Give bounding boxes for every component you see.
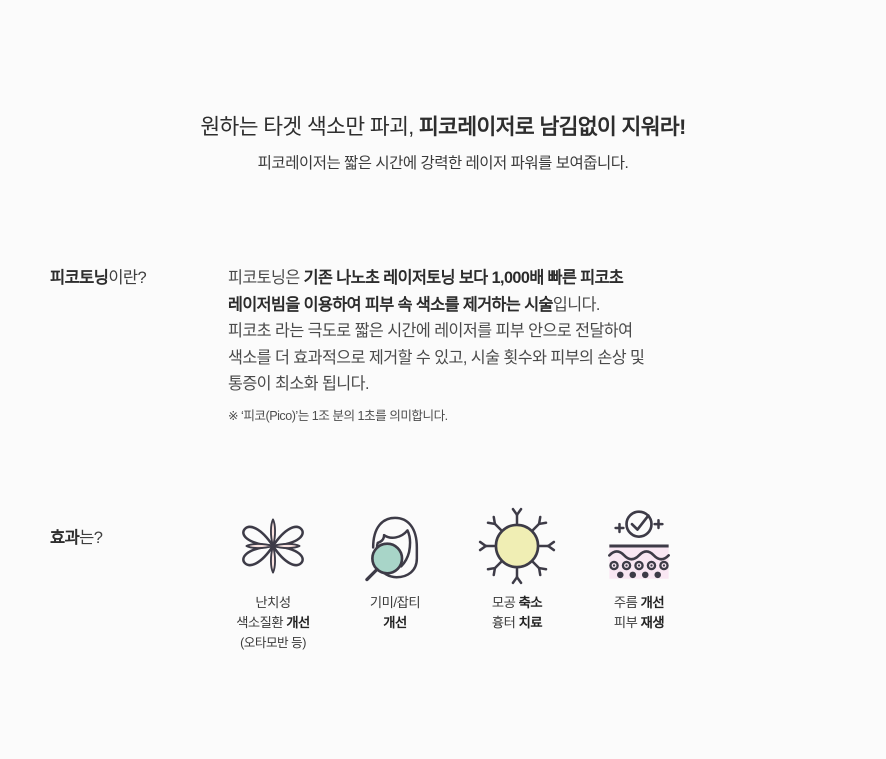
- definition-text-segment: 레이저빔을 이용하여 피부 속 색소를 제거하는 시술: [228, 295, 553, 314]
- headline-regular-part: 원하는 타겟 색소만 파괴,: [200, 115, 414, 139]
- effect-caption-segment: 난치성: [255, 595, 291, 610]
- flower-petals-icon: [234, 505, 312, 587]
- definition-text-segment: 색소를 더 효과적으로 제거할 수 있고, 시술 횟수와 피부의 손상 및: [228, 348, 645, 367]
- effect-caption-line: 모공 축소: [491, 593, 543, 613]
- pore-sun-icon: [478, 505, 556, 587]
- effects-label-regular: 는?: [79, 529, 103, 547]
- definition-text-segment: 통증이 최소화 됩니다.: [228, 375, 369, 393]
- effect-caption-segment: 색소질환: [236, 615, 287, 630]
- effects-label-bold: 효과: [50, 529, 80, 547]
- effect-caption-segment: 개선: [640, 595, 665, 610]
- definition-text-segment: 입니다.: [552, 295, 601, 314]
- effect-caption-segment: 개선: [286, 615, 310, 630]
- effect-caption-line: 개선: [370, 613, 420, 633]
- effect-caption-line: 흉터 치료: [491, 613, 543, 633]
- effect-caption-segment: 모공: [491, 595, 519, 610]
- headline-block: 원하는 타겟 색소만 파괴, 피코레이저로 남김없이 지워라! 피코레이저는 짧…: [0, 112, 886, 175]
- effect-caption-line: 피부 재생: [613, 613, 665, 633]
- definition-text-segment: 피코초 라는 극도로 짧은 시간에 레이저를 피부 안으로 전달하여: [228, 322, 633, 340]
- definition-line: 피코초 라는 극도로 짧은 시간에 레이저를 피부 안으로 전달하여: [228, 318, 868, 345]
- headline-bold-part: 피코레이저로 남김없이 지워라!: [413, 115, 686, 139]
- effect-caption-segment: (오타모반 등): [240, 636, 306, 650]
- definition-label-bold: 피코토닝: [50, 269, 109, 287]
- definition-text-segment: 기존 나노초 레이저토닝 보다 1,000배 빠른 피코초: [303, 269, 624, 287]
- effect-caption-line: 색소질환 개선: [236, 613, 310, 633]
- effect-caption-segment: 재생: [640, 615, 665, 630]
- face-magnifier-icon: [356, 505, 434, 587]
- effect-caption-line: 난치성: [236, 593, 310, 613]
- definition-line: 색소를 더 효과적으로 제거할 수 있고, 시술 횟수와 피부의 손상 및: [228, 345, 868, 372]
- effect-caption-segment: 흉터: [491, 615, 519, 630]
- effect-caption-segment: 치료: [518, 615, 543, 630]
- definition-line: 통증이 최소화 됩니다.: [228, 371, 868, 398]
- definition-label-regular: 이란?: [108, 269, 147, 287]
- definition-label: 피코토닝이란?: [50, 265, 147, 291]
- effect-caption-segment: 피부: [613, 615, 641, 630]
- effect-caption-segment: 기미/잡티: [369, 595, 421, 610]
- effect-caption-segment: 축소: [518, 595, 543, 610]
- definition-line: 레이저빔을 이용하여 피부 속 색소를 제거하는 시술입니다.: [228, 292, 868, 319]
- effect-caption-segment: 주름: [613, 595, 641, 610]
- effect-caption-line: (오타모반 등): [236, 633, 310, 653]
- effects-label: 효과는?: [50, 525, 103, 551]
- definition-footnote: ※ ‘피코(Pico)’는 1조 분의 1초를 의미합니다.: [228, 408, 448, 423]
- definition-text-segment: 피코토닝은: [228, 269, 304, 287]
- effect-caption-line: 기미/잡티: [369, 593, 421, 613]
- page-title: 원하는 타겟 색소만 파괴, 피코레이저로 남김없이 지워라!: [0, 112, 886, 142]
- effect-caption-line: 주름 개선: [613, 593, 665, 613]
- skin-regeneration-icon: [600, 505, 678, 587]
- effect-caption-segment: 개선: [383, 615, 407, 630]
- page-subtitle: 피코레이저는 짧은 시간에 강력한 레이저 파워를 보여줍니다.: [257, 155, 629, 172]
- definition-line: 피코토닝은 기존 나노초 레이저토닝 보다 1,000배 빠른 피코초: [228, 265, 868, 292]
